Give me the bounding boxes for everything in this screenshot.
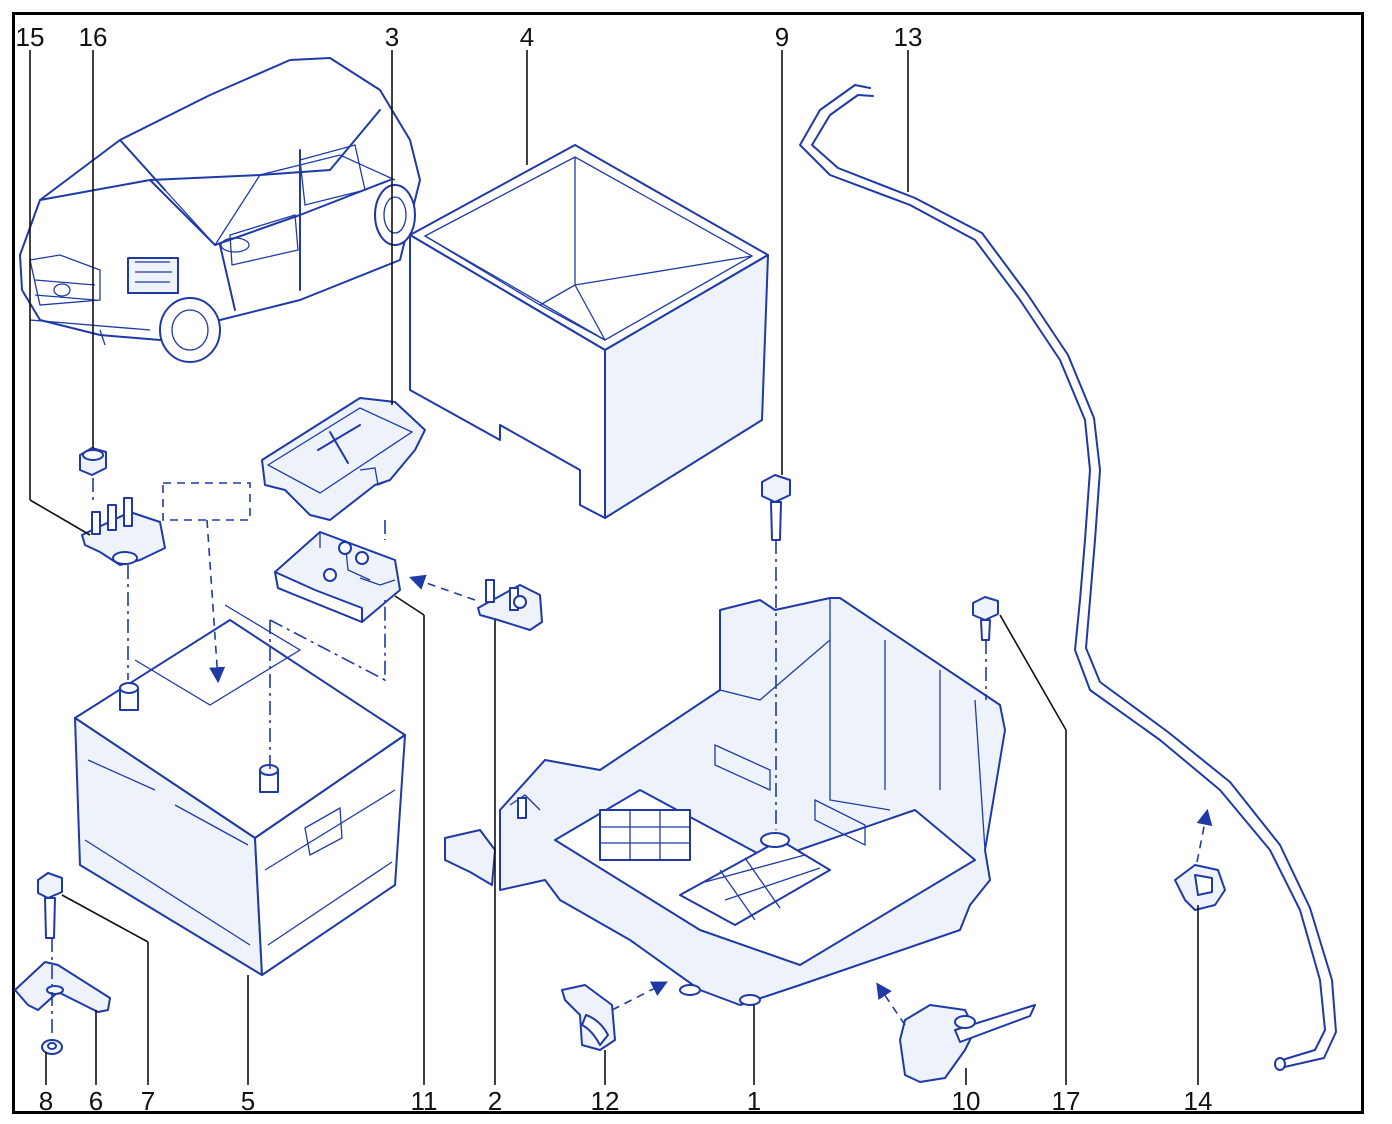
bolt-7 [37, 872, 63, 939]
clamp-10 [899, 1004, 1036, 1083]
battery-5 [74, 604, 406, 976]
callout-11: 11 [411, 1086, 438, 1116]
callout-2: 2 [488, 1086, 502, 1116]
callout-13: 13 [894, 22, 923, 52]
hose-clip-14 [1174, 864, 1226, 911]
bolt-9 [761, 474, 791, 541]
terminal-block [274, 531, 401, 623]
callout-5: 5 [241, 1086, 255, 1116]
callout-8: 8 [39, 1086, 53, 1116]
callout-7: 7 [141, 1086, 155, 1116]
car-illustration [19, 57, 421, 363]
battery-tray-1 [444, 597, 1006, 1006]
callout-17: 17 [1052, 1086, 1081, 1116]
callout-labels: 15 16 3 4 9 13 8 6 7 5 11 2 12 1 10 17 1… [16, 22, 1213, 1116]
positive-terminal-cover [261, 397, 426, 521]
leader-lines [29, 50, 1199, 1085]
washer-8 [41, 1039, 63, 1055]
callout-9: 9 [775, 22, 789, 52]
callout-1: 1 [747, 1086, 761, 1116]
assembly-guides [51, 478, 1213, 1035]
bracket-6 [14, 961, 111, 1013]
terminal-clamp-15 [81, 497, 166, 566]
clip-12 [561, 984, 616, 1051]
callout-12: 12 [591, 1086, 620, 1116]
callout-14: 14 [1184, 1086, 1213, 1116]
callout-3: 3 [385, 22, 399, 52]
callout-4: 4 [520, 22, 534, 52]
breather-hose-13 [799, 84, 1337, 1071]
callout-10: 10 [952, 1086, 981, 1116]
connector-part-2 [477, 579, 543, 631]
nut-16 [79, 447, 107, 476]
callout-16: 16 [79, 22, 108, 52]
battery-insulation-box [409, 144, 769, 519]
diagram-frame [12, 12, 1364, 1114]
callout-6: 6 [89, 1086, 103, 1116]
callout-15: 15 [16, 22, 45, 52]
bolt-17 [972, 596, 999, 641]
